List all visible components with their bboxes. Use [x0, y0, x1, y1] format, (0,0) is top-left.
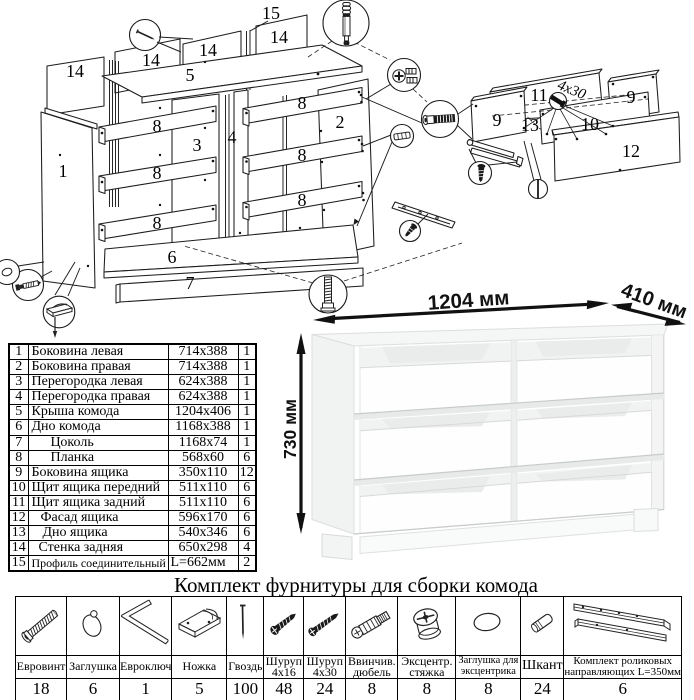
svg-text:3: 3: [193, 135, 202, 155]
svg-text:9: 9: [493, 110, 502, 130]
svg-text:14: 14: [199, 40, 217, 60]
svg-text:8: 8: [153, 213, 162, 233]
svg-text:1204 мм: 1204 мм: [427, 286, 510, 315]
svg-text:7: 7: [186, 273, 195, 293]
svg-text:14: 14: [142, 50, 160, 70]
svg-text:11: 11: [530, 85, 547, 105]
svg-text:14: 14: [270, 27, 288, 47]
svg-text:4: 4: [228, 127, 237, 147]
svg-text:8: 8: [298, 93, 307, 113]
svg-text:15: 15: [262, 3, 280, 23]
svg-text:14: 14: [66, 61, 84, 81]
svg-text:1: 1: [59, 161, 68, 181]
svg-text:12: 12: [622, 141, 640, 161]
svg-text:6: 6: [168, 247, 177, 267]
svg-text:8: 8: [153, 163, 162, 183]
svg-text:2: 2: [336, 112, 345, 132]
svg-text:5: 5: [186, 65, 195, 85]
svg-text:730 мм: 730 мм: [280, 399, 300, 459]
svg-text:9: 9: [627, 87, 636, 107]
svg-text:8: 8: [153, 116, 162, 136]
svg-text:8: 8: [298, 190, 307, 210]
svg-text:13: 13: [521, 115, 539, 135]
svg-text:8: 8: [298, 145, 307, 165]
